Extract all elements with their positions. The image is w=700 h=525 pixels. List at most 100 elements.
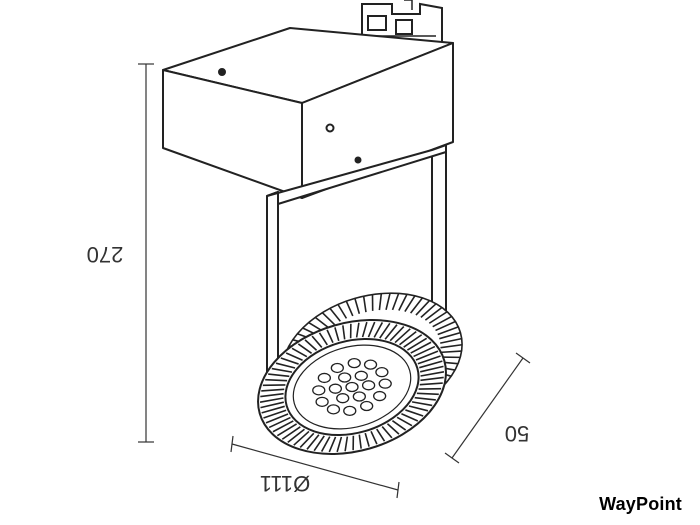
heat-sink-fin bbox=[411, 401, 433, 407]
heat-sink-fin bbox=[354, 298, 361, 315]
heat-sink-fin bbox=[299, 432, 315, 449]
heat-sink-fin bbox=[304, 339, 318, 351]
heat-sink-fin bbox=[328, 436, 337, 453]
led-dot bbox=[352, 391, 366, 402]
heat-sink-fin bbox=[398, 293, 408, 311]
led-dot bbox=[363, 359, 378, 370]
heat-sink-fin bbox=[415, 350, 439, 361]
led-dot bbox=[317, 372, 332, 384]
heat-sink-fin bbox=[439, 331, 461, 340]
heat-sink-fin bbox=[275, 362, 296, 369]
lamp-head bbox=[257, 292, 463, 455]
heat-sink-fin bbox=[336, 436, 343, 453]
heat-sink-fin bbox=[306, 434, 320, 450]
led-dot bbox=[347, 357, 361, 369]
led-dot bbox=[312, 385, 326, 396]
heat-sink-fin bbox=[291, 347, 308, 358]
heat-sink-fin bbox=[428, 311, 448, 324]
heat-sink-fin bbox=[440, 343, 463, 349]
heat-sink-fin bbox=[391, 420, 407, 431]
heat-sink-fin bbox=[379, 322, 391, 339]
heat-sink-fin bbox=[263, 409, 287, 419]
heat-sink-fin bbox=[281, 426, 301, 440]
heat-sink-fin bbox=[404, 295, 416, 313]
heat-sink-fin bbox=[293, 430, 310, 446]
led-dot bbox=[361, 380, 376, 391]
heat-sink-fin bbox=[287, 428, 305, 444]
led-dot bbox=[315, 396, 329, 407]
heat-sink-fin bbox=[320, 436, 331, 452]
heat-sink-fin bbox=[440, 337, 462, 344]
heat-sink-fin bbox=[408, 405, 429, 412]
heat-sink-fin bbox=[370, 430, 378, 445]
heat-sink-fin bbox=[391, 293, 400, 311]
heat-sink-fin bbox=[364, 432, 370, 447]
led-dot bbox=[345, 381, 359, 393]
heat-sink-fin bbox=[272, 420, 294, 433]
led-dot bbox=[343, 405, 357, 417]
heat-sink-fin bbox=[376, 428, 386, 442]
led-dot bbox=[338, 372, 352, 383]
heat-sink-fin bbox=[424, 306, 443, 321]
heat-sink-fin bbox=[329, 307, 341, 322]
heat-sink-fin bbox=[265, 378, 288, 382]
heat-sink-fin bbox=[361, 321, 368, 338]
heat-sink-fin bbox=[420, 376, 444, 382]
heat-sink-fin bbox=[381, 426, 393, 439]
heat-sink-fin bbox=[435, 320, 456, 332]
heat-sink-fin bbox=[417, 355, 441, 365]
heat-sink-fin bbox=[271, 367, 293, 373]
heat-sink-fin bbox=[399, 330, 417, 346]
heat-sink-fins-front bbox=[259, 321, 445, 453]
heat-sink-fin bbox=[280, 357, 299, 365]
heat-sink-fin bbox=[373, 322, 384, 338]
heat-sink-fin bbox=[268, 416, 291, 429]
heat-sink-fin bbox=[337, 304, 348, 319]
heat-sink-fin bbox=[311, 335, 323, 348]
heat-sink-fin bbox=[378, 293, 383, 311]
heat-sink-fin bbox=[384, 324, 398, 340]
heat-sink-fin bbox=[420, 365, 444, 373]
heat-sink-fin bbox=[437, 326, 459, 336]
heat-sink-fin bbox=[420, 371, 445, 377]
heat-sink-fin bbox=[344, 436, 349, 452]
heat-sink-fin bbox=[342, 325, 346, 340]
heat-sink-fin bbox=[432, 315, 453, 328]
heat-sink-fin bbox=[276, 423, 298, 437]
heat-sink-fin bbox=[314, 316, 330, 329]
heat-sink-fin bbox=[394, 328, 411, 344]
heat-sink-fin bbox=[326, 329, 334, 344]
heat-sink-fin bbox=[389, 325, 405, 342]
heat-sink-fin bbox=[358, 434, 362, 449]
heat-sink-fin bbox=[334, 327, 340, 342]
heat-sink-fin bbox=[414, 396, 436, 401]
heat-sink-fin bbox=[261, 388, 285, 392]
led-dot bbox=[336, 393, 350, 404]
heat-sink-fin bbox=[367, 321, 376, 338]
heat-sink-fin bbox=[260, 392, 284, 398]
led-dot bbox=[330, 362, 344, 374]
dimension-height bbox=[138, 63, 154, 443]
led-dot bbox=[354, 370, 368, 381]
dimension-depth-label: 50 bbox=[505, 421, 529, 446]
led-dot bbox=[378, 378, 392, 389]
heat-sink-fin bbox=[416, 392, 439, 396]
heat-sink-fin bbox=[396, 416, 413, 427]
led-dot bbox=[328, 383, 343, 394]
heat-sink-fin bbox=[265, 413, 289, 424]
heat-sink-fin bbox=[260, 401, 284, 409]
dimension-diameter-label: Ø111 bbox=[260, 471, 311, 496]
heat-sink-fin bbox=[313, 435, 325, 452]
heat-sink-fin bbox=[385, 293, 391, 310]
heat-sink-fin bbox=[345, 300, 354, 317]
dimension-depth bbox=[444, 352, 531, 464]
led-dot bbox=[372, 390, 387, 402]
heat-sink-fin bbox=[386, 423, 400, 435]
dimension-diameter bbox=[230, 435, 400, 499]
brand-logo: WayPoint bbox=[599, 494, 682, 514]
heat-sink-fin bbox=[268, 373, 290, 378]
heat-sink-fin bbox=[362, 296, 367, 313]
heat-sink-fin bbox=[419, 382, 443, 386]
heat-sink-fin bbox=[413, 345, 436, 358]
